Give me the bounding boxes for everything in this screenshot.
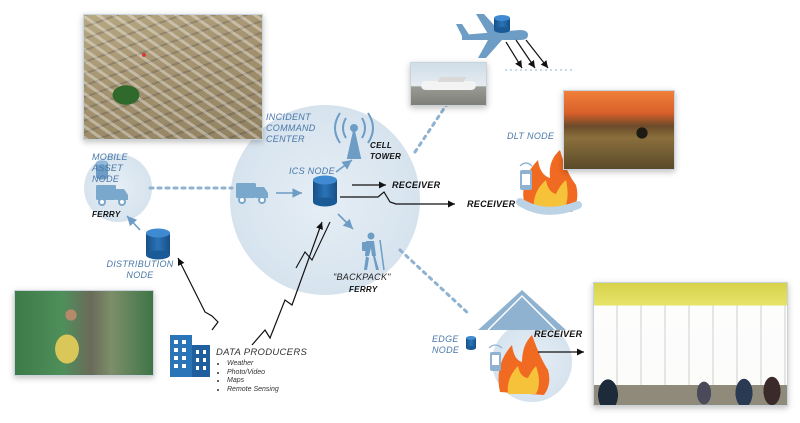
list-item: Photo/Video	[227, 369, 279, 378]
arrow-distribution-ferry	[126, 215, 141, 231]
arrow-producers-ics	[251, 221, 323, 346]
phone-icon	[488, 344, 503, 371]
arrow-ics-backpack	[337, 213, 354, 230]
list-item: Remote Sensing	[227, 386, 279, 395]
ics-node-label: ICS NODE	[289, 166, 335, 176]
dlt-node-label: DLT NODE	[507, 131, 555, 141]
tent-icon	[478, 290, 566, 331]
photo-command-tent	[593, 282, 788, 406]
arrow-ics-tower	[335, 159, 353, 173]
dlt-node-base	[516, 198, 582, 215]
cell-tower-label: CELL TOWER	[370, 141, 402, 161]
truck-icon	[236, 183, 268, 204]
cell-tower-icon	[334, 112, 374, 159]
photo-field-officer	[14, 290, 154, 376]
arrow-backpack-ics	[295, 221, 331, 269]
receiver-label-3: RECEIVER	[534, 329, 583, 339]
edge-node-label: EDGE NODE	[432, 334, 460, 355]
backpack-label: "BACKPACK"	[333, 272, 391, 282]
list-item: Maps	[227, 377, 279, 386]
truck-icon	[96, 185, 128, 206]
dotted-link-ics-edge	[398, 248, 472, 317]
mobile-asset-node-label: MOBILE ASSET NODE	[92, 152, 128, 184]
building-icon	[170, 335, 210, 377]
ics-node-cylinder-icon	[313, 175, 337, 207]
distribution-node-cylinder-icon	[146, 228, 170, 260]
arrow-ics-receiver-2	[340, 191, 455, 208]
phone-icon	[519, 162, 533, 190]
arrow-producers-distribution	[177, 257, 219, 331]
cylinder-database-icon	[96, 160, 108, 180]
list-item: Weather	[227, 360, 279, 369]
airplane-icon	[456, 14, 528, 58]
distribution-node-label: DISTRIBUTION NODE	[106, 259, 174, 280]
receiver-label-2: RECEIVER	[467, 199, 516, 209]
receiver-label-1: RECEIVER	[392, 180, 441, 190]
photo-airplane	[410, 62, 487, 106]
cylinder-database-icon	[494, 15, 510, 33]
data-producers-list: Weather Photo/Video Maps Remote Sensing	[219, 360, 279, 394]
ferry-label-backpack: FERRY	[349, 285, 378, 294]
incident-command-center-label: INCIDENT COMMAND CENTER	[266, 112, 316, 144]
photo-wildfire	[563, 90, 675, 170]
fire-icon	[498, 335, 550, 395]
cylinder-database-icon	[466, 336, 476, 350]
airplane-broadcast-arrows	[505, 39, 549, 69]
photo-aerial-camp	[83, 14, 263, 140]
hiker-icon	[362, 232, 385, 271]
data-producers-title: DATA PRODUCERS	[216, 347, 308, 358]
ferry-label-left: FERRY	[92, 210, 121, 219]
